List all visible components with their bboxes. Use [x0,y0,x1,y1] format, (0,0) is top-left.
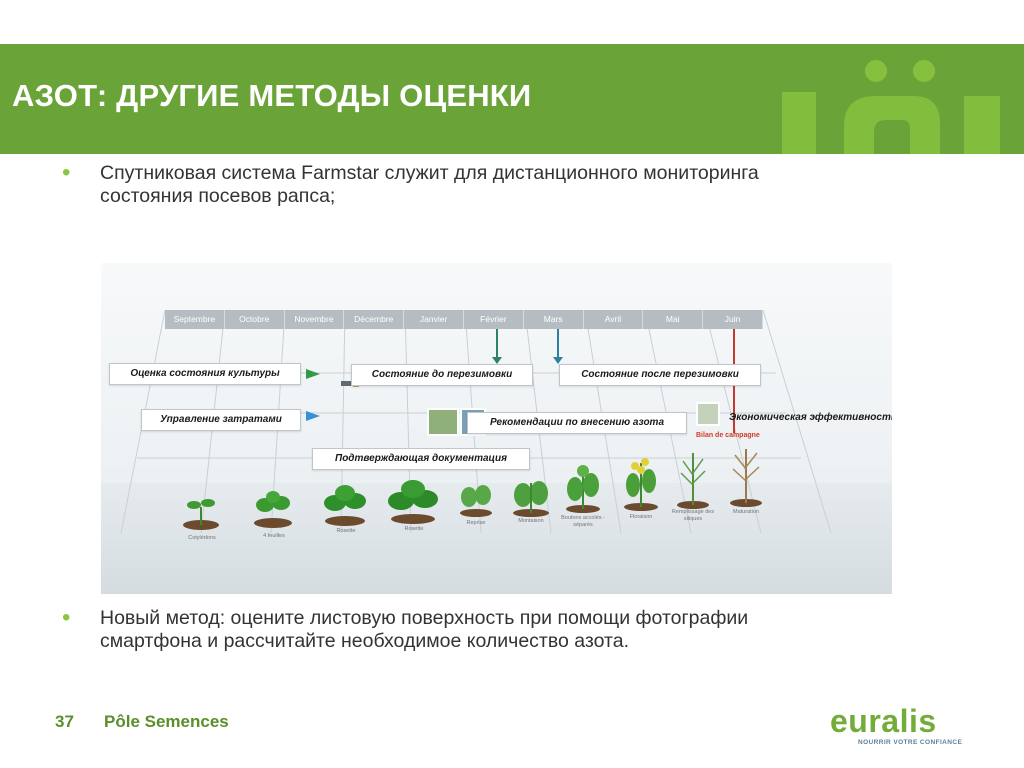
label-crop-state: Оценка состояния культуры [109,363,301,385]
month-january: Janvier [404,310,464,329]
month-april: Avril [584,310,644,329]
footer-text: Pôle Semences [104,712,229,731]
label-economic-efficiency: Экономическая эффективность возделывания [729,412,892,423]
timeline-grid [101,309,892,594]
label-before-winter: Состояние до перезимовки [351,364,533,386]
bullet-text-farmstar: Спутниковая система Farmstar служит для … [100,162,759,207]
title-banner: АЗОТ: ДРУГИЕ МЕТОДЫ ОЦЕНКИ [0,44,1024,154]
label-after-winter: Состояние после перезимовки [559,364,761,386]
bullet-dot: • [62,604,71,631]
farmstar-timeline-figure: Septembre Octobre Novembre Décembre Janv… [101,263,892,594]
month-march: Mars [524,310,584,329]
month-november: Novembre [285,310,345,329]
label-bilan-de-campagne: Bilan de campagne [696,432,760,439]
label-cost-management: Управление затратами [141,409,301,431]
month-february: Février [464,310,524,329]
stage-label: Reprise [466,520,486,526]
stage-label: Floraison [629,514,653,520]
stage-label: Rosette [404,526,424,532]
stage-label: Cotylédons [188,535,216,541]
label-supporting-docs: Подтверждающая документация [312,448,530,470]
month-may: Mai [643,310,704,329]
stage-label: Maturation [733,509,759,515]
calendar-month-header: Septembre Octobre Novembre Décembre Janv… [165,310,763,329]
month-june: Juin [703,310,763,329]
plant-growth-stages [183,449,762,530]
label-nitrogen-recommendations: Рекомендации по внесению азота [467,412,687,434]
stage-label: Boutons accolés - séparés [561,515,605,528]
stage-label: Montaison [518,518,544,524]
euralis-logo: euralis [830,703,937,739]
page-number: 37 [55,712,74,731]
euralis-watermark-logo [782,60,1000,154]
stage-label: Rosette [336,528,356,534]
month-december: Décembre [344,310,405,329]
bullet-text-smartphone: Новый метод: оцените листовую поверхност… [100,607,749,652]
stage-label: Remplissage des siliques [671,509,715,522]
stage-label: 4 feuilles [263,533,285,539]
slide-title: АЗОТ: ДРУГИЕ МЕТОДЫ ОЦЕНКИ [12,78,532,113]
brand-tagline: NOURRIR VOTRE CONFIANCE [858,739,963,746]
month-september: Septembre [165,310,225,329]
month-october: Octobre [225,310,285,329]
bullet-dot: • [62,159,71,186]
